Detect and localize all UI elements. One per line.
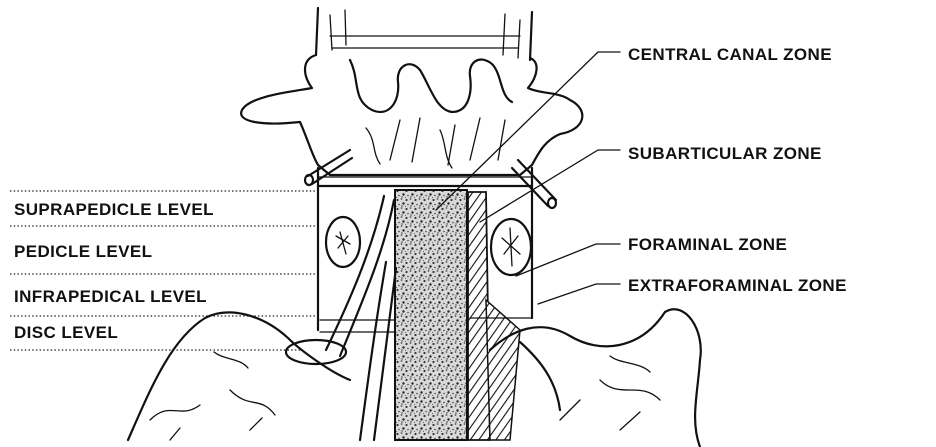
pedicle-level-label: PEDICLE LEVEL [14, 242, 152, 261]
upper-vertebra [241, 8, 582, 208]
suprapedicle-level-label: SUPRAPEDICLE LEVEL [14, 200, 214, 219]
nerve-roots [326, 196, 396, 440]
foraminal-zone-label: FORAMINAL ZONE [628, 235, 787, 254]
central-canal-zone-label: CENTRAL CANAL ZONE [628, 45, 832, 64]
extraforaminal-zone-label: EXTRAFORAMINAL ZONE [628, 276, 847, 295]
subarticular-zone-label: SUBARTICULAR ZONE [628, 144, 822, 163]
disc-level-label: DISC LEVEL [14, 323, 118, 342]
infrapedical-level-label: INFRAPEDICAL LEVEL [14, 287, 207, 306]
central-canal-region [395, 190, 467, 440]
